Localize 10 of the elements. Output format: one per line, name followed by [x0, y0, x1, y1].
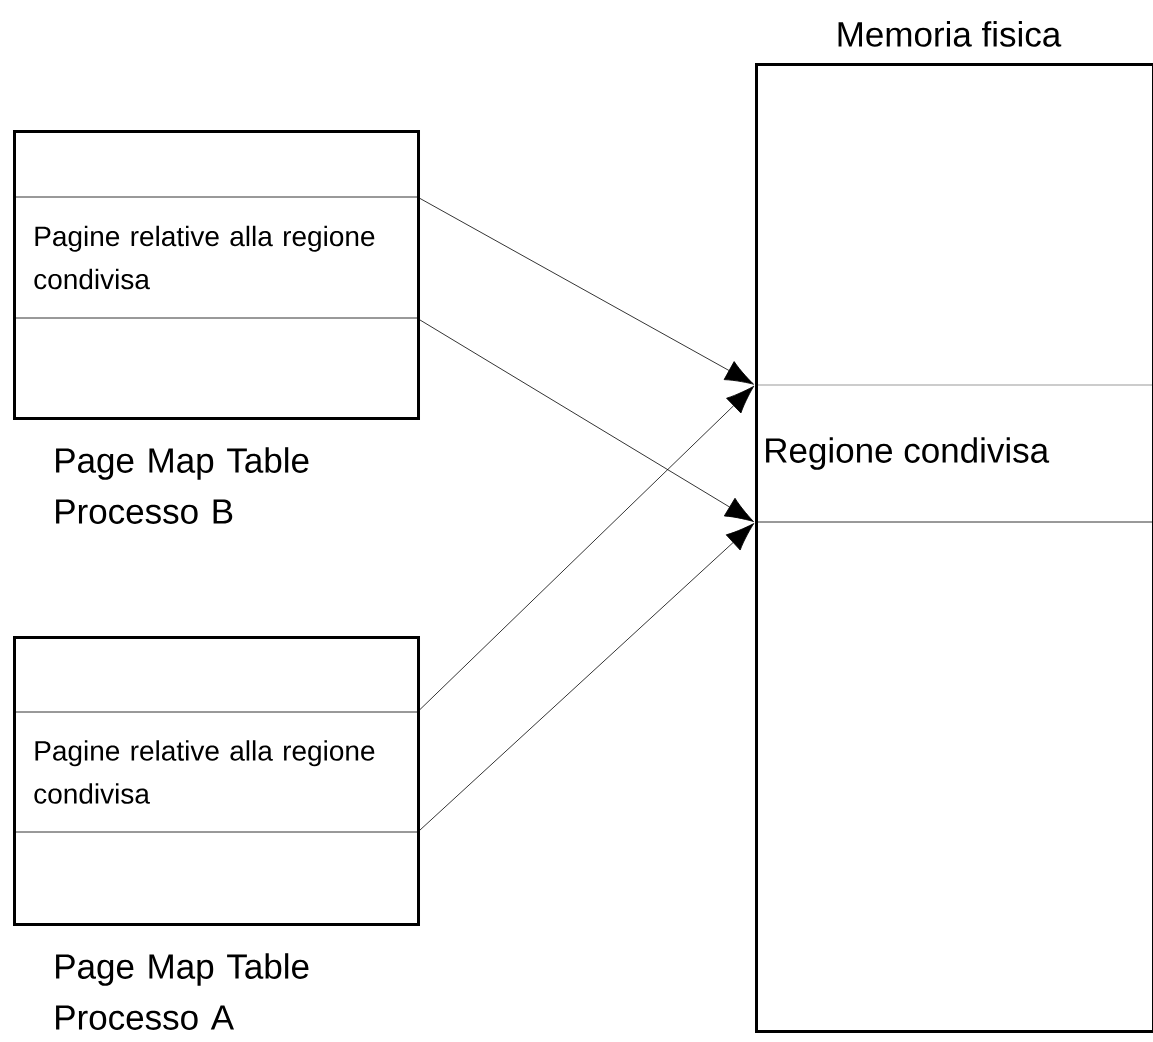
arrow: [417, 385, 755, 713]
arrow: [417, 523, 755, 833]
node-label: Page Map Table Processo A: [56, 953, 309, 1030]
arrow: [417, 318, 754, 522]
memory-region: Regione condivisa: [754, 384, 1153, 523]
table-row: Pagine relative alla regione condivisa: [12, 711, 418, 833]
arrow: [417, 196, 754, 385]
node-label: Page Map Table Processo B: [56, 447, 309, 524]
node-label: Memoria fisica: [838, 21, 1062, 47]
table-row: Pagine relative alla regione condivisa: [12, 196, 418, 319]
